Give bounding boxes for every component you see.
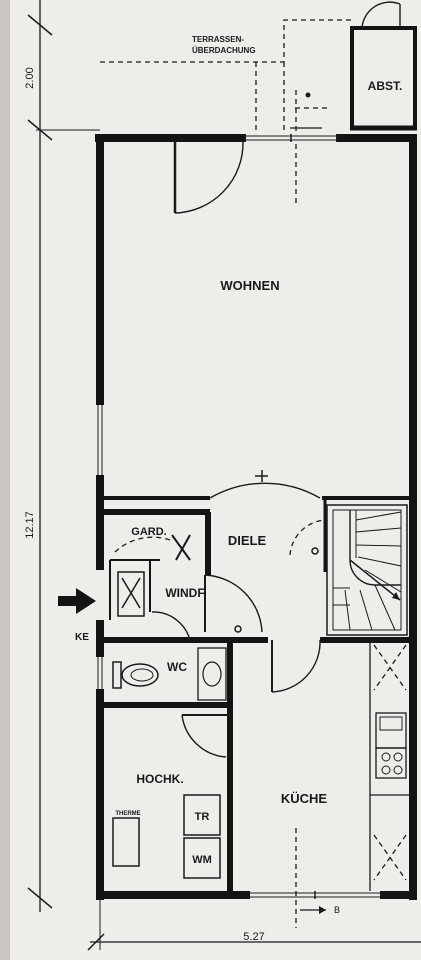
windfang-fixture (117, 571, 145, 617)
gard-fixture (171, 534, 191, 561)
room-label-windf: WINDF. (165, 586, 206, 600)
dimension-lines (27, 0, 421, 951)
outer-walls (95, 134, 417, 900)
section-label-b: B (334, 905, 340, 915)
storage-shed (350, 1, 417, 131)
terrace-label-line2: ÜBERDACHUNG (192, 46, 256, 55)
interior-walls (104, 496, 410, 895)
kitchen-counter (369, 642, 410, 891)
room-label-hochk: HOCHK. (136, 772, 183, 786)
staircase (326, 504, 408, 636)
label-ke: KE (75, 632, 89, 643)
terrace-label-line1: TERRASSEN- (192, 35, 244, 44)
wc-fixtures (112, 647, 227, 701)
section-line-b (295, 828, 326, 928)
dimension-total-height: 12.17 (24, 511, 36, 539)
dimension-top-height: 2.00 (24, 67, 36, 88)
dimension-width: 5.27 (243, 931, 264, 943)
room-label-diele: DIELE (228, 533, 267, 548)
room-label-wc: WC (167, 660, 187, 674)
room-label-wohnen: WOHNEN (220, 278, 279, 293)
label-wm: WM (192, 854, 212, 866)
paper-edge-shadow (0, 0, 10, 960)
label-therme: THERME (115, 811, 140, 817)
entry-arrow-icon (58, 588, 96, 614)
room-label-gard: GARD. (131, 526, 166, 538)
terrace-roof-outline (100, 19, 355, 205)
doors (114, 141, 326, 758)
utility-room-fixtures (112, 794, 221, 879)
room-label-abst: ABST. (368, 79, 403, 93)
room-label-kueche: KÜCHE (281, 791, 328, 806)
label-tr: TR (195, 811, 210, 823)
